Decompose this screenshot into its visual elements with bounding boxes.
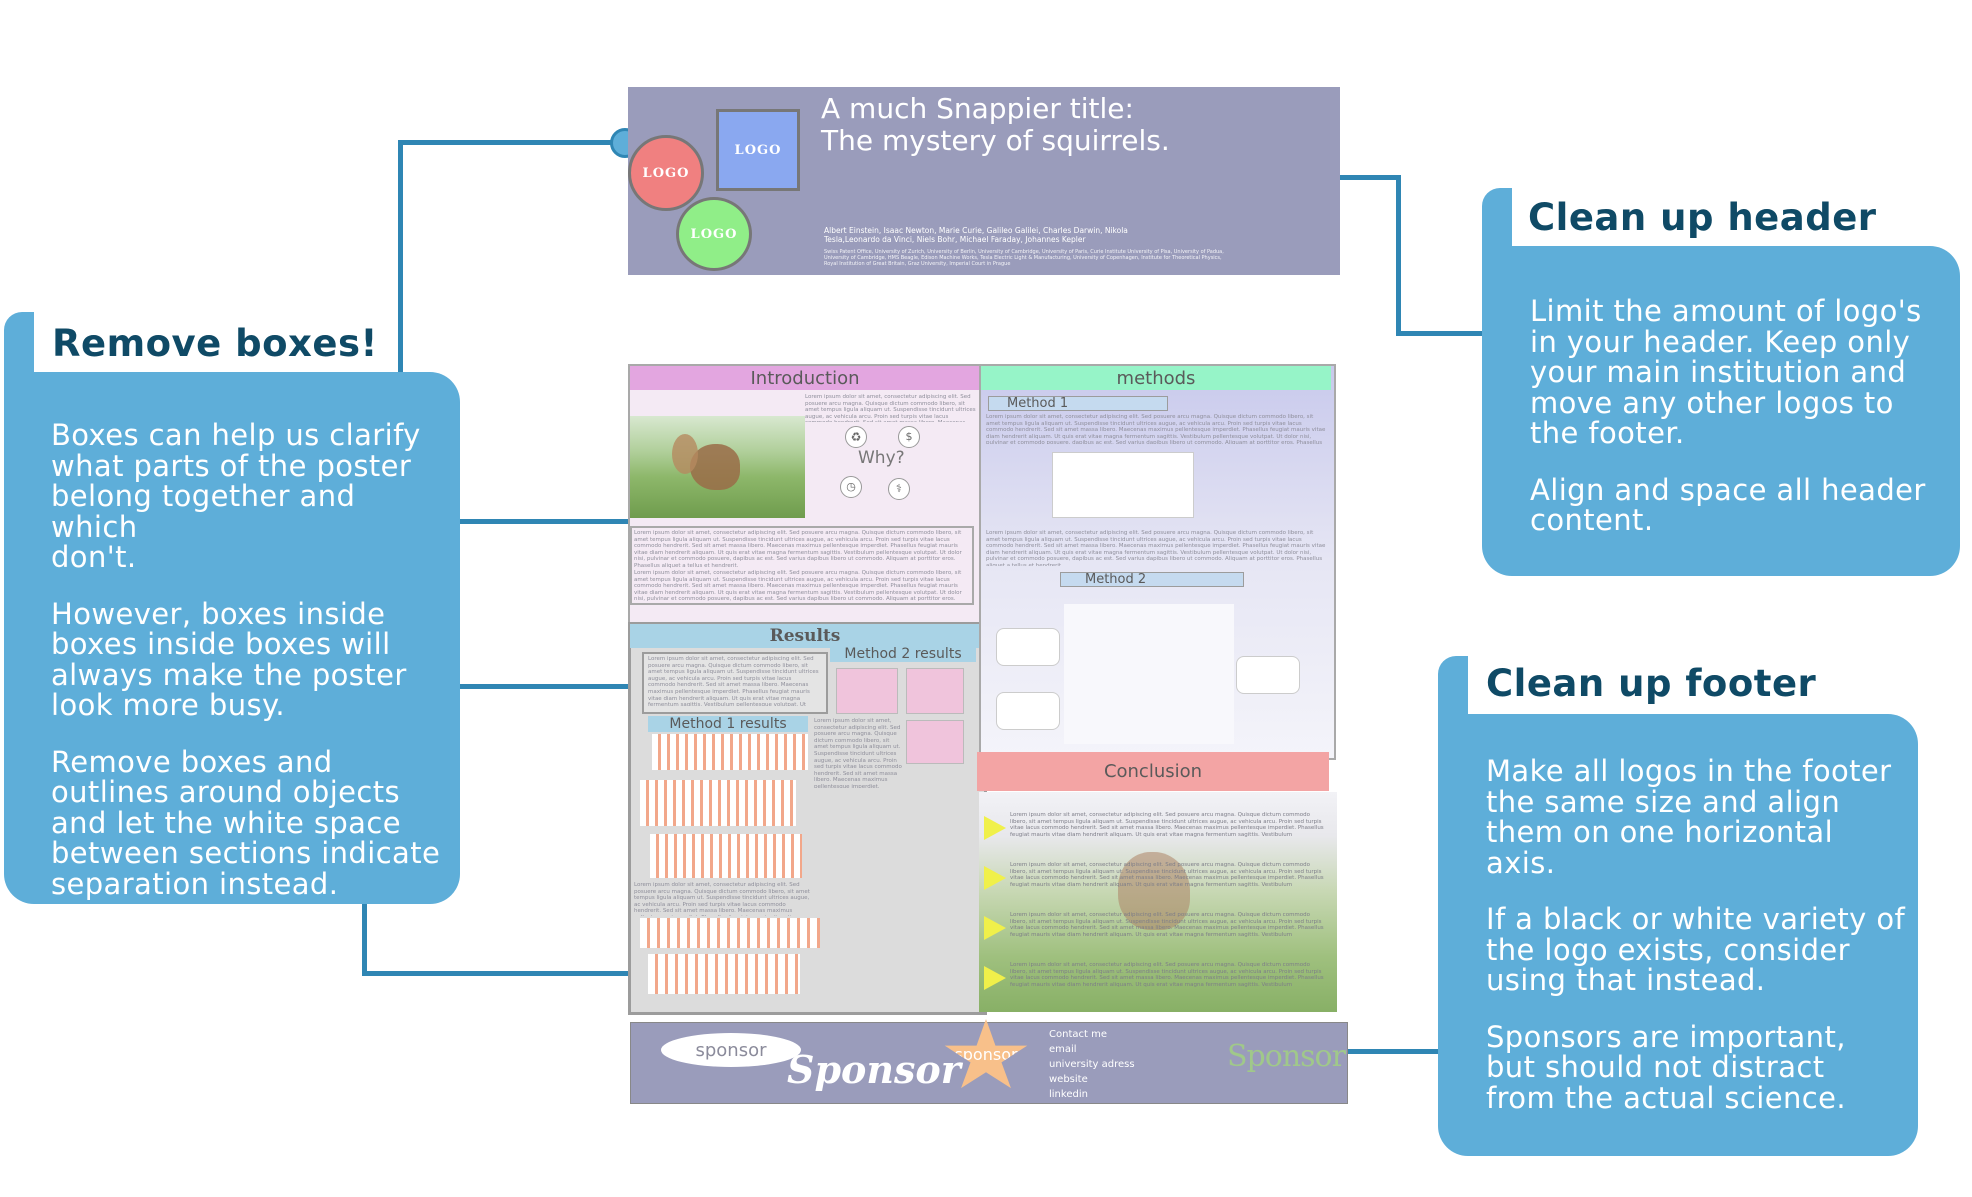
connector-charts-h — [362, 971, 724, 976]
intro-textbox — [630, 526, 974, 605]
method2-note-3 — [1236, 656, 1300, 694]
method1-results-heading: Method 1 results — [648, 716, 808, 732]
conclusion-text-3: Lorem ipsum dolor sit amet, consectetur … — [1010, 912, 1324, 938]
clock-icon: ◷ — [840, 476, 862, 498]
methods-heading: methods — [981, 366, 1331, 390]
conclusion-heading: Conclusion — [977, 752, 1329, 791]
method2-note-1 — [996, 628, 1060, 666]
why-graphic: ♻ $ Why? ◷ ⚕ — [840, 422, 935, 502]
intro-body-text-1: Lorem ipsum dolor sit amet, consectetur … — [634, 530, 962, 569]
bar-chart-4 — [640, 918, 820, 948]
remove-boxes-para: Boxes can help us clarify what parts of … — [51, 418, 421, 574]
recycle-icon: ♻ — [845, 426, 867, 448]
method2-results-heading: Method 2 results — [830, 646, 976, 662]
dollar-icon: $ — [898, 426, 920, 448]
clean-header-callout: Limit the amount of logo's in your heade… — [1482, 246, 1960, 576]
method1-diagram — [1052, 452, 1194, 518]
clean-header-title: Clean up header — [1528, 196, 1877, 239]
clean-header-para: Align and space all header content. — [1530, 472, 1926, 537]
poster-affiliations: Swiss Patent Office, University of Zuric… — [824, 249, 1224, 267]
poster-header: LOGO LOGO LOGO A much Snappier title: Th… — [628, 87, 1340, 275]
method2-heading: Method 2 — [1060, 572, 1244, 587]
sponsor-star-text: sponsor — [954, 1044, 1018, 1064]
clean-footer-callout: Make all logos in the footer the same si… — [1438, 714, 1918, 1156]
bar-chart-5 — [648, 954, 800, 994]
conclusion-text-2: Lorem ipsum dolor sit amet, consectetur … — [1010, 862, 1324, 888]
connector-header-right-h2 — [1396, 331, 1486, 336]
bar-chart-1 — [652, 734, 808, 770]
remove-boxes-para: Remove boxes and outlines around objects… — [51, 744, 441, 901]
clean-footer-para: Sponsors are important, but should not d… — [1486, 1019, 1846, 1115]
connector-footer-right — [1332, 1049, 1450, 1054]
poster-footer: sponsor Sponsor sponsor Contact me email… — [630, 1019, 1348, 1104]
poster-title: A much Snappier title: The mystery of sq… — [821, 92, 1170, 157]
logo-text: LOGO — [690, 226, 738, 242]
intro-body-text-2: Lorem ipsum dolor sit amet, consectetur … — [634, 570, 962, 602]
intro-photo — [630, 416, 805, 518]
connector-results — [458, 684, 650, 689]
results-textbox — [642, 652, 828, 714]
conclusion-text-1: Lorem ipsum dolor sit amet, consectetur … — [1010, 812, 1324, 838]
connector-header-logos — [398, 140, 403, 375]
bar-chart-2 — [640, 780, 796, 826]
connector-intro — [458, 519, 696, 524]
method1-text-2: Lorem ipsum dolor sit amet, consectetur … — [986, 530, 1326, 566]
poster-authors: Albert Einstein, Isaac Newton, Marie Cur… — [824, 226, 1128, 244]
clean-footer-title: Clean up footer — [1486, 662, 1817, 705]
sponsor-oval-text: sponsor — [695, 1039, 767, 1061]
squirrel-tail — [672, 434, 698, 474]
sponsor-script: Sponsor — [787, 1047, 961, 1092]
logo-text: LOGO — [642, 165, 690, 181]
connector-charts — [362, 900, 367, 976]
squirrel-shape — [690, 444, 740, 490]
conclusion-text-4: Lorem ipsum dolor sit amet, consectetur … — [1010, 962, 1324, 988]
sponsor-right: Sponsor — [1227, 1039, 1346, 1074]
contact-item: Contact me — [1049, 1029, 1107, 1040]
contact-item: website — [1049, 1074, 1088, 1085]
method2-results-text: Lorem ipsum dolor sit amet, consectetur … — [814, 718, 902, 788]
arrow-icon — [984, 916, 1006, 940]
connector-header-right-v — [1396, 175, 1401, 335]
contact-item: linkedin — [1049, 1089, 1088, 1100]
logo-red: LOGO — [628, 135, 704, 211]
micrograph-3 — [906, 720, 964, 764]
micrograph-2 — [906, 668, 964, 714]
medical-icon: ⚕ — [888, 478, 910, 500]
micrograph-1 — [836, 668, 898, 714]
bar-chart-3 — [650, 834, 802, 878]
why-label: Why? — [858, 448, 905, 468]
contact-list: Contact me email university adress websi… — [1049, 1027, 1135, 1102]
sponsor-oval: sponsor — [661, 1033, 801, 1067]
charts-text: Lorem ipsum dolor sit amet, consectetur … — [634, 882, 810, 916]
clean-header-para: Limit the amount of logo's in your heade… — [1530, 294, 1922, 450]
remove-boxes-title: Remove boxes! — [52, 322, 378, 365]
remove-boxes-callout: Boxes can help us clarify what parts of … — [4, 372, 460, 904]
logo-text: LOGO — [734, 142, 782, 158]
method2-figure — [1064, 604, 1234, 744]
contact-item: university adress — [1049, 1059, 1135, 1070]
logo-blue: LOGO — [716, 109, 800, 191]
arrow-icon — [984, 866, 1006, 890]
remove-boxes-para: However, boxes inside boxes inside boxes… — [51, 596, 407, 722]
intro-text: Lorem ipsum dolor sit amet, consectetur … — [805, 394, 976, 422]
arrow-icon — [984, 816, 1006, 840]
method1-heading: Method 1 — [988, 396, 1168, 411]
clean-footer-para: If a black or white variety of the logo … — [1486, 902, 1906, 997]
results-heading: Results — [630, 624, 980, 648]
connector-header-logos-h — [398, 140, 626, 145]
method1-text: Lorem ipsum dolor sit amet, consectetur … — [986, 414, 1326, 444]
logo-green: LOGO — [676, 197, 752, 271]
method2-note-2 — [996, 692, 1060, 730]
clean-footer-para: Make all logos in the footer the same si… — [1486, 754, 1892, 880]
conclusion-squirrel — [1118, 852, 1190, 930]
arrow-icon — [984, 966, 1006, 990]
results-text: Lorem ipsum dolor sit amet, consectetur … — [648, 656, 819, 706]
intro-heading: Introduction — [630, 366, 980, 390]
contact-item: email — [1049, 1044, 1077, 1055]
